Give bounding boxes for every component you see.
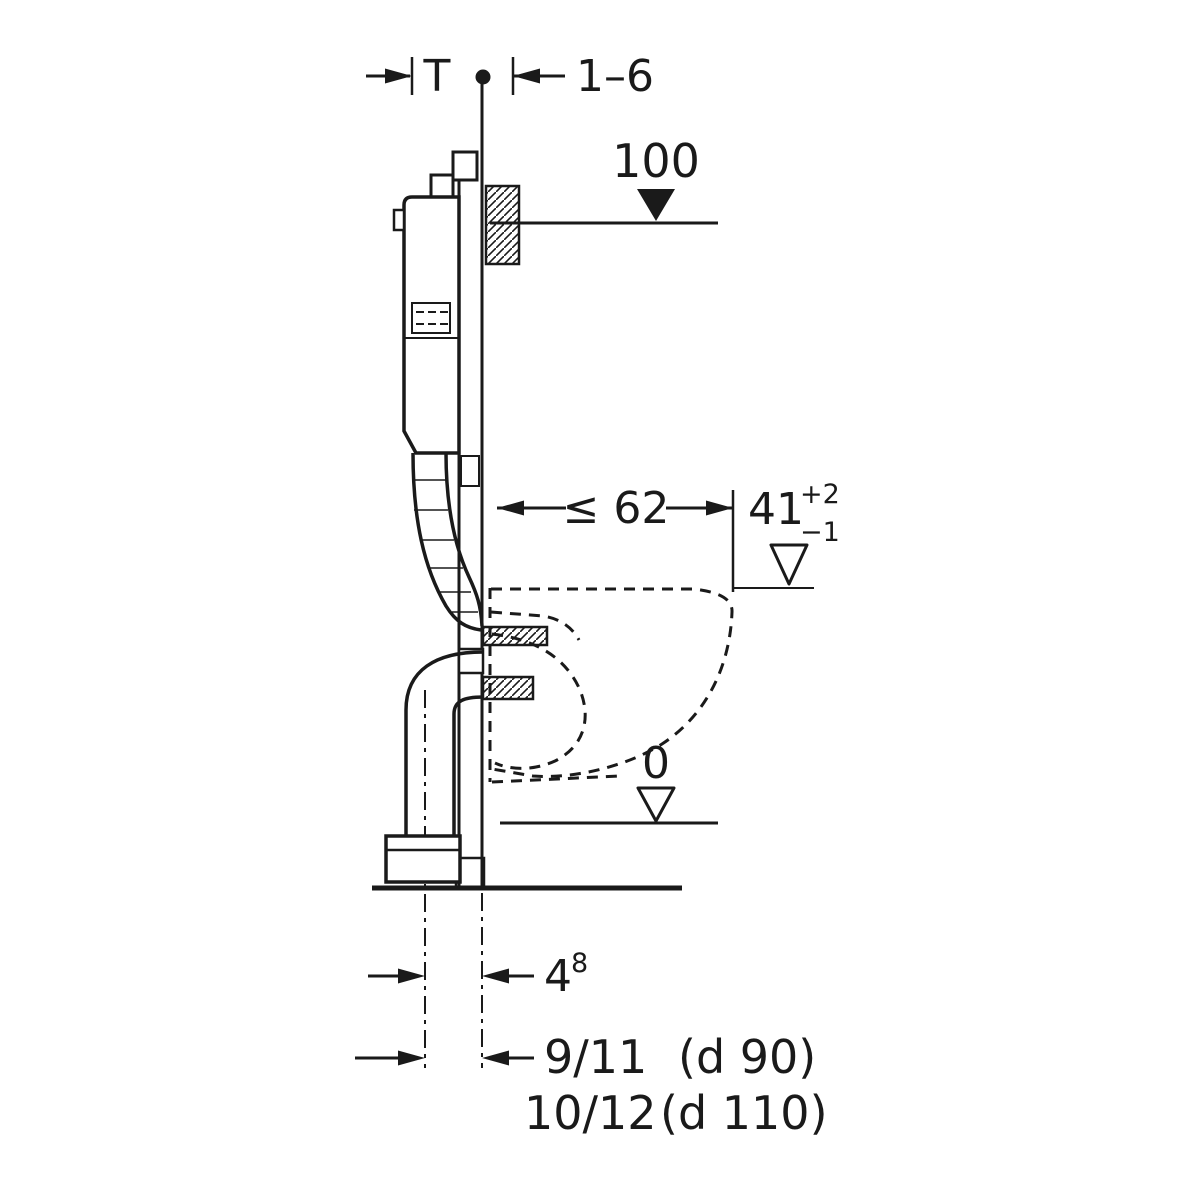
drain-socket [384,834,462,884]
level-marker-filled-icon [637,189,675,221]
dim-4-label: 4 [544,951,572,1002]
flush-valve-detail [411,302,451,334]
cistern-side-nub [392,208,406,232]
concealed-cistern [392,173,461,455]
dim-1012-label: 10/12 [524,1086,657,1140]
level-mark-100: 100 [490,134,718,225]
level-marker-open-icon [769,543,809,586]
arrowhead-left [482,968,509,984]
level-0-label: 0 [642,738,670,789]
dimension-outlet-height-d110: 10/12 (d 110) [524,1086,828,1140]
level-41-label: 41 [748,484,804,535]
dim-wall-range-label: 1–6 [576,51,654,102]
dim-4-superscript: 8 [571,948,588,979]
level-mark-0: 0 [500,738,718,825]
flush-pipe-connector [481,625,549,647]
arrowhead-right [398,1050,425,1066]
arrowhead-right [398,968,425,984]
dim-62-label: ≤ 62 [563,483,670,534]
cistern-top-tab [429,173,455,199]
pan-connection-fittings [457,625,549,701]
level-mark-41: 41 +2 −1 [733,479,840,589]
level-41-tolerance-minus: −1 [800,517,840,548]
dim-t-label: T [423,51,451,102]
arrowhead-right [385,68,412,84]
wall-section-hatched [484,184,521,266]
dimension-pan-depth: ≤ 62 [497,483,735,592]
dim-d110-label: (d 110) [660,1086,828,1140]
dim-d90-label: (d 90) [678,1030,816,1084]
rail-clip-detail [460,455,480,487]
toilet-pan-outline [488,587,734,784]
arrowhead-right [706,500,733,516]
arrowhead-left [482,1050,509,1066]
drain-pipe [384,650,484,1068]
dimension-wall-thickness-range: 1–6 [511,51,654,102]
level-marker-open-icon [636,786,676,823]
rail-top-cap [451,150,479,182]
dimension-outlet-offset: 4 8 [368,948,588,1002]
level-41-tolerance-plus: +2 [800,479,840,510]
flush-bend-pipe [411,452,484,632]
level-100-label: 100 [612,134,700,188]
dimension-frame-depth-t: T [366,51,451,102]
outlet-connector [481,675,535,701]
dim-911-label: 9/11 [544,1030,647,1084]
arrowhead-left [497,500,524,516]
dimension-outlet-height-d90: 9/11 (d 90) [355,1030,816,1084]
